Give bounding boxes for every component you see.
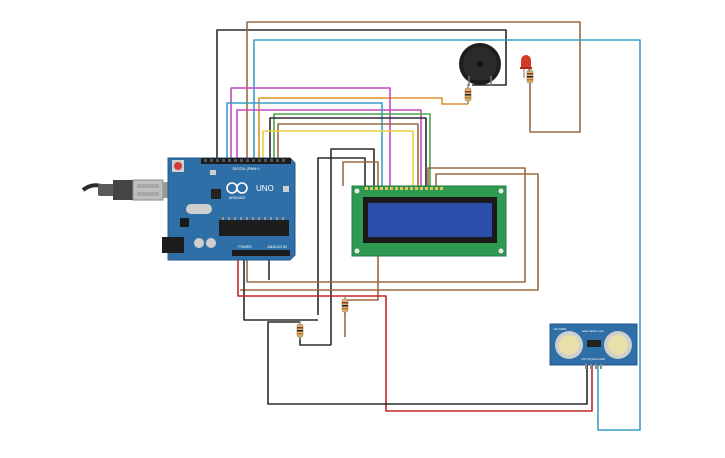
atmega-chip xyxy=(219,220,289,236)
board-brand-label: ARDUINO xyxy=(229,196,246,200)
led-l xyxy=(210,170,216,175)
wire-brown-top[interactable] xyxy=(246,21,581,160)
wire-black-gnd[interactable] xyxy=(243,257,318,321)
wires xyxy=(216,21,641,431)
piezo-buzzer[interactable] xyxy=(459,43,501,86)
capacitor-1 xyxy=(194,238,204,248)
ultrasonic-receiver-mesh xyxy=(608,335,628,355)
arduino-logo-icon xyxy=(226,182,248,194)
lcd-mount-hole xyxy=(354,188,360,194)
wire-orange[interactable] xyxy=(258,97,468,160)
resistor-led[interactable] xyxy=(526,68,534,86)
lcd-mount-hole xyxy=(498,188,504,194)
sensor-pins xyxy=(585,364,602,369)
wire-brown-lcd[interactable] xyxy=(277,123,419,186)
ultrasonic-transmitter-mesh xyxy=(559,335,579,355)
sensor-model-label: HC-SR04 xyxy=(554,327,567,331)
wire-black-lcd-3[interactable] xyxy=(330,148,375,345)
usb-cable[interactable] xyxy=(81,179,169,201)
wire-black-lcd-2[interactable] xyxy=(317,157,366,315)
lcd-16x2[interactable] xyxy=(351,185,507,257)
wire-yellow[interactable] xyxy=(262,130,414,186)
chip-pins xyxy=(222,217,284,220)
ultrasonic-sensor[interactable]: www.fullnux.com HC-SR04 VCC Trig Echo GN… xyxy=(549,323,638,369)
wire-black-gnd-2[interactable] xyxy=(299,336,331,346)
lcd-mount-hole xyxy=(354,248,360,254)
sensor-site-label: www.fullnux.com xyxy=(582,329,605,333)
icsp-header xyxy=(283,186,289,192)
power-analog-header xyxy=(232,250,290,256)
crystal xyxy=(186,204,212,214)
wire-green[interactable] xyxy=(273,113,431,186)
resistor-lcd-2[interactable] xyxy=(296,321,304,340)
wire-black-us-gnd[interactable] xyxy=(267,321,588,405)
power-header-label: POWER xyxy=(238,245,252,249)
wire-black-top[interactable] xyxy=(216,29,507,160)
wire-magenta-1[interactable] xyxy=(230,87,391,186)
reset-button-cap[interactable] xyxy=(174,162,182,170)
digital-header-pins xyxy=(204,159,285,162)
lcd-screen xyxy=(368,203,492,237)
usb-chip xyxy=(211,189,221,199)
arduino-uno-board[interactable]: DIGITAL (PWM~) UNO ARDUINO POWER ANALOG … xyxy=(162,157,296,261)
sensor-crystal xyxy=(587,340,601,347)
wire-magenta-2[interactable] xyxy=(236,109,422,186)
power-jack[interactable] xyxy=(162,237,184,253)
wire-brown-lcd-right[interactable] xyxy=(246,167,526,283)
digital-header-label: DIGITAL (PWM~) xyxy=(232,167,259,171)
wire-black-lcd[interactable] xyxy=(269,117,427,186)
red-led[interactable] xyxy=(520,55,532,78)
sensor-pin-label: VCC Trig Echo GND xyxy=(581,357,605,361)
resistor-lcd-1[interactable] xyxy=(341,296,349,316)
resistor-buzzer[interactable] xyxy=(464,84,472,104)
regulator xyxy=(180,218,189,227)
wire-brown-lcd-right-2[interactable] xyxy=(240,173,539,291)
wire-blue-right[interactable] xyxy=(253,39,641,431)
lcd-pins xyxy=(365,187,443,190)
capacitor-2 xyxy=(206,238,216,248)
board-model-label: UNO xyxy=(256,184,274,193)
wire-cyan[interactable] xyxy=(226,102,383,186)
analog-header-label: ANALOG IN xyxy=(267,245,287,249)
lcd-mount-hole xyxy=(498,248,504,254)
wire-red-vcc[interactable] xyxy=(237,257,593,412)
